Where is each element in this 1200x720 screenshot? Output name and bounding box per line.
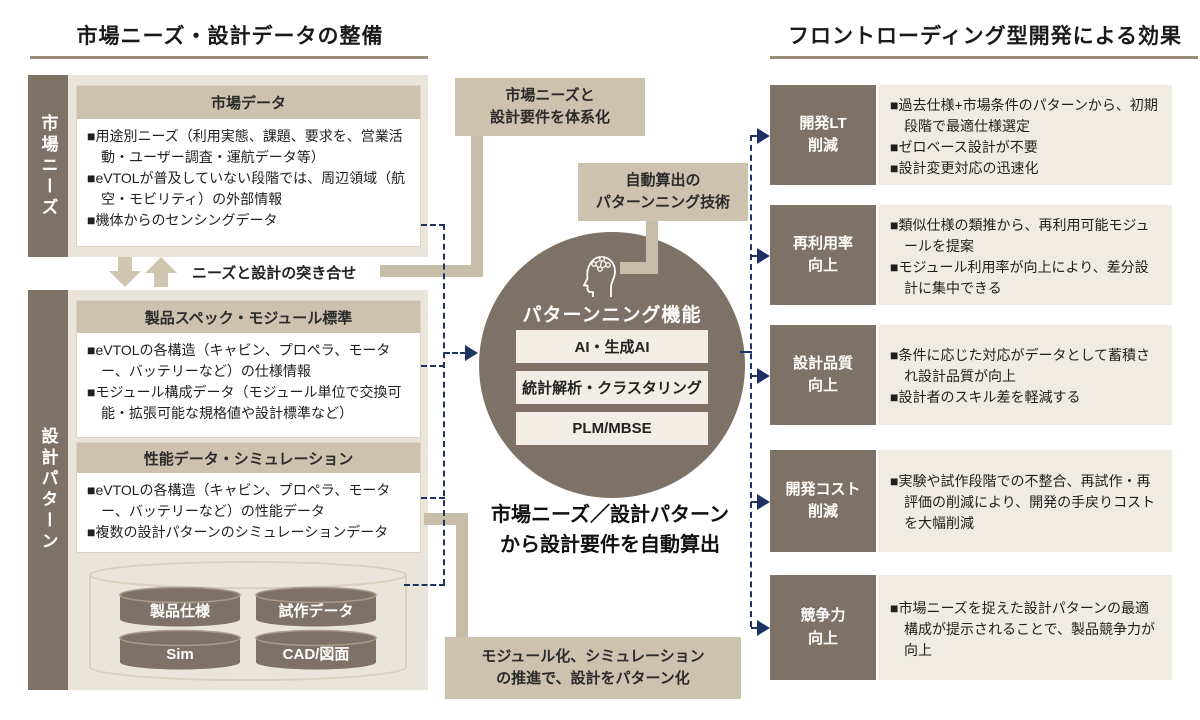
dashed-stub-market-data	[421, 224, 445, 226]
db-label: CAD/図面	[283, 646, 350, 663]
connector-tech-vertical	[646, 221, 658, 274]
bullet-item: ■市場ニーズを捉えた設計パターンの最適構成が提示されることで、製品競争力が向上	[890, 599, 1156, 658]
outer-database-cylinder-icon	[89, 561, 407, 681]
connector-systematize-horizontal	[380, 265, 483, 277]
effect-label-quality: 設計品質 向上	[770, 325, 876, 425]
bullet-item: ■モジュール利用率が向上により、差分設計に集中できる	[890, 258, 1149, 296]
left-title-rule	[30, 56, 428, 59]
dashed-stub-row2	[751, 255, 759, 257]
arrow-dev-lt-icon	[757, 128, 770, 144]
arrow-reuse-icon	[757, 248, 770, 264]
db-cylinder-sim-icon: Sim	[119, 629, 241, 670]
bullet-item: ■設計変更対応の迅速化	[890, 159, 1039, 176]
dashed-trunk-right	[750, 135, 752, 627]
brain-head-icon	[583, 256, 616, 297]
dashed-feed-to-circle	[444, 352, 466, 354]
connector-tech-horizontal	[620, 262, 658, 274]
market-data-header: 市場データ	[77, 86, 420, 119]
product-spec-box: 製品スペック・モジュール標準 ■eVTOLの各構造（キャビン、プロペラ、モーター…	[76, 300, 421, 438]
arrow-into-circle-icon	[465, 345, 478, 361]
bullet-item: ■条件に応じた対応がデータとして蓄積され設計品質が向上	[890, 347, 1151, 384]
bullet-item: ■ゼロベース設計が不要	[890, 138, 1038, 155]
market-data-box: 市場データ ■用途別ニーズ（利用実態、課題、要求を、営業活動・ユーザー調査・運航…	[76, 85, 421, 247]
dashed-trunk-left	[443, 224, 445, 585]
db-label: Sim	[166, 646, 194, 663]
circle-item-plm-mbse: PLM/MBSE	[516, 412, 708, 445]
circle-title: パターンニング機能	[522, 305, 702, 326]
dashed-feed-from-circle	[740, 351, 752, 353]
circle-item-ai: AI・生成AI	[516, 330, 708, 363]
bullet-item: ■モジュール構成データ（モジュール単位で交換可能・拡張可能な規格値や設計標準など…	[87, 384, 402, 421]
arrow-quality-icon	[757, 368, 770, 384]
right-section-title: フロントローディング型開発による効果	[788, 25, 1182, 48]
bullet-item: ■用途別ニーズ（利用実態、課題、要求を、営業活動・ユーザー調査・運航データ等）	[87, 128, 403, 165]
dashed-stub-row4	[751, 501, 759, 503]
right-title-rule	[770, 56, 1198, 59]
db-cylinder-product-spec-icon: 製品仕様	[119, 586, 241, 627]
bullet-item: ■類似仕様の類推から、再利用可能モジュールを提案	[890, 216, 1150, 254]
db-cylinder-prototype-data-icon: 試作データ	[255, 586, 377, 627]
effect-label-competitiveness: 競争力 向上	[770, 575, 876, 680]
product-spec-bullets: ■eVTOLの各構造（キャビン、プロペラ、モーター、バッテリーなど）の仕様情報 …	[77, 333, 420, 430]
connector-modularize-vertical	[456, 513, 468, 637]
dashed-stub-row1	[751, 135, 759, 137]
bullet-item: ■eVTOLの各構造（キャビン、プロペラ、モーター、バッテリーなど）の仕様情報	[87, 342, 391, 379]
product-spec-header: 製品スペック・モジュール標準	[77, 301, 420, 333]
dashed-stub-performance	[421, 497, 445, 499]
dashed-stub-row5	[751, 627, 759, 629]
effect-label-cost: 開発コスト 削減	[770, 450, 876, 552]
callout-modularize: モジュール化、シミュレーション の推進で、設計をパターン化	[445, 637, 741, 699]
db-label: 製品仕様	[149, 602, 211, 620]
connector-systematize-vertical	[471, 136, 483, 277]
bullet-item: ■機体からのセンシングデータ	[87, 212, 278, 228]
needs-design-updown-arrows-icon	[109, 257, 177, 287]
dashed-stub-row3	[751, 375, 759, 377]
db-label: 試作データ	[278, 602, 353, 620]
bullet-item: ■実験や試作段階での不整合、再試作・再評価の削減により、開発の手戻りコストを大幅…	[890, 473, 1156, 531]
bullet-item: ■eVTOLが普及していない段階では、周辺領域（航空・モビリティ）の外部情報	[87, 170, 406, 207]
performance-data-header: 性能データ・シミュレーション	[77, 443, 420, 473]
effect-body-cost: ■実験や試作段階での不整合、再試作・再評価の削減により、開発の手戻りコストを大幅…	[878, 450, 1172, 552]
auto-calculation-caption: 市場ニーズ／設計パターン から設計要件を自動算出	[491, 504, 729, 556]
performance-data-bullets: ■eVTOLの各構造（キャビン、プロペラ、モーター、バッテリーなど）の性能データ…	[77, 473, 420, 549]
bullet-item: ■複数の設計パターンのシミュレーションデータ	[87, 524, 389, 540]
market-needs-side-label: 市場ニーズ	[38, 113, 58, 219]
market-needs-side-bar: 市場ニーズ	[28, 75, 68, 257]
design-pattern-side-label: 設計パターン	[38, 427, 58, 553]
bullet-item: ■設計者のスキル差を軽減する	[890, 389, 1081, 405]
patterning-function-circle	[479, 232, 745, 498]
callout-systematize: 市場ニーズと 設計要件を体系化	[455, 78, 645, 136]
bullet-item: ■過去仕様+市場条件のパターンから、初期段階で最適仕様選定	[890, 96, 1158, 134]
left-section-title: 市場ニーズ・設計データの整備	[76, 25, 384, 48]
arrow-competitiveness-icon	[757, 620, 770, 636]
effect-body-quality: ■条件に応じた対応がデータとして蓄積され設計品質が向上 ■設計者のスキル差を軽減…	[878, 325, 1172, 425]
arrow-cost-icon	[757, 494, 770, 510]
dashed-stub-product-spec	[421, 365, 445, 367]
effect-label-reuse: 再利用率 向上	[770, 205, 876, 305]
circle-item-statistics: 統計解析・クラスタリング	[516, 371, 708, 404]
effect-body-dev-lt: ■過去仕様+市場条件のパターンから、初期段階で最適仕様選定 ■ゼロベース設計が不…	[878, 85, 1172, 185]
needs-design-matching-label: ニーズと設計の突き合せ	[192, 265, 357, 282]
market-data-bullets: ■用途別ニーズ（利用実態、課題、要求を、営業活動・ユーザー調査・運航データ等） …	[77, 119, 420, 237]
callout-auto-patterning-tech: 自動算出の パターンニング技術	[578, 163, 748, 221]
dashed-stub-database	[404, 584, 445, 586]
bullet-item: ■eVTOLの各構造（キャビン、プロペラ、モーター、バッテリーなど）の性能データ	[87, 482, 391, 519]
effect-label-dev-lt: 開発LT 削減	[770, 85, 876, 185]
effect-body-reuse: ■類似仕様の類推から、再利用可能モジュールを提案 ■モジュール利用率が向上により…	[878, 205, 1172, 305]
effect-body-competitiveness: ■市場ニーズを捉えた設計パターンの最適構成が提示されることで、製品競争力が向上	[878, 575, 1172, 680]
db-cylinder-cad-icon: CAD/図面	[255, 629, 377, 670]
design-pattern-side-bar: 設計パターン	[28, 290, 68, 690]
performance-data-box: 性能データ・シミュレーション ■eVTOLの各構造（キャビン、プロペラ、モーター…	[76, 442, 421, 553]
design-database-cylinders: 製品仕様 試作データ Sim CAD/図面	[89, 561, 407, 681]
